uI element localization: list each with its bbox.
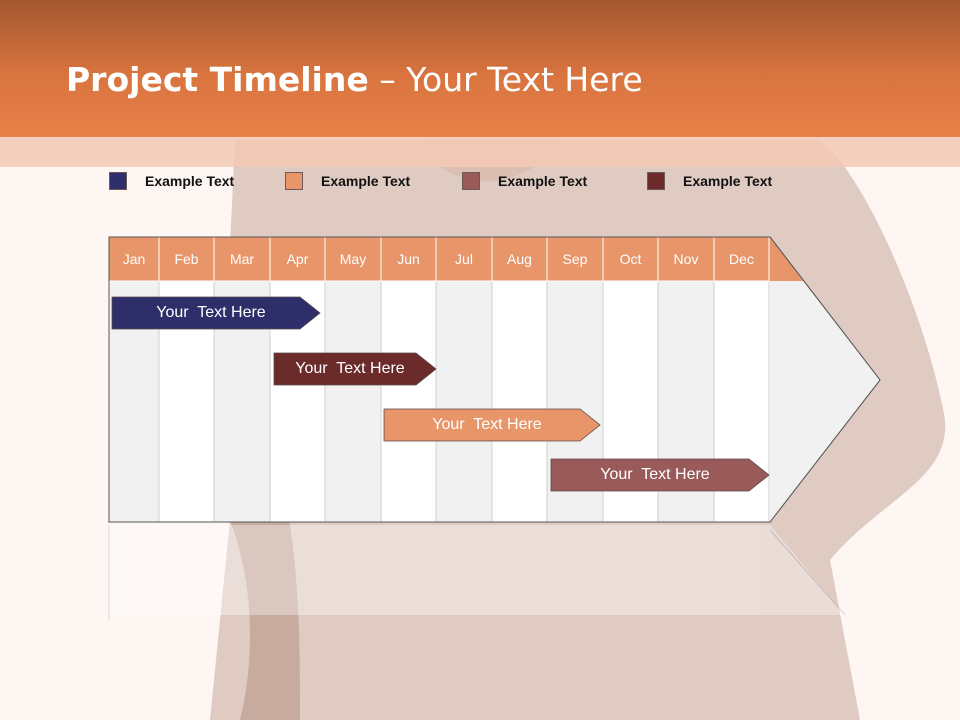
task-bar <box>111 296 321 330</box>
title-banner-stripe <box>0 137 960 167</box>
task-bar <box>273 352 437 386</box>
legend-label: Example Text <box>321 173 411 189</box>
slide-title: Project Timeline – Your Text Here <box>66 60 643 99</box>
month-label: Jan <box>122 251 146 267</box>
month-column <box>380 280 437 523</box>
legend-swatch <box>462 172 480 190</box>
month-header-cell <box>602 236 659 282</box>
legend-label: Example Text <box>498 173 588 189</box>
month-header-cell <box>108 236 160 282</box>
legend-swatch <box>647 172 665 190</box>
task-bar <box>383 408 601 442</box>
month-label: Apr <box>286 251 309 267</box>
month-label: Jun <box>397 251 420 267</box>
title-banner <box>0 0 960 137</box>
legend-item: Example Text <box>285 170 410 192</box>
title-separator: – <box>368 60 407 99</box>
timeline-outline <box>108 236 881 523</box>
legend-item: Example Text <box>647 170 772 192</box>
month-label: Nov <box>673 251 699 267</box>
month-label: Aug <box>507 251 532 267</box>
month-label: Feb <box>174 251 199 267</box>
month-header-cell <box>491 236 548 282</box>
legend-swatch <box>109 172 127 190</box>
month-label: Sep <box>562 251 588 267</box>
month-header-cell <box>213 236 271 282</box>
title-rest: Your Text Here <box>406 60 643 99</box>
title-bold: Project Timeline <box>66 60 369 99</box>
month-label: May <box>339 251 367 267</box>
timeline-reflection <box>108 525 846 620</box>
month-label: Mar <box>229 251 255 267</box>
task-bar <box>550 458 770 492</box>
month-column <box>435 280 493 523</box>
month-header-cell <box>546 236 604 282</box>
legend-item: Example Text <box>109 170 234 192</box>
timeline-arrow-tip <box>770 281 880 522</box>
month-label: Dec <box>729 251 754 267</box>
legend-label: Example Text <box>683 173 773 189</box>
legend-label: Example Text <box>145 173 235 189</box>
legend-item: Example Text <box>462 170 587 192</box>
month-column <box>324 280 382 523</box>
month-header-cell <box>324 236 382 282</box>
month-column <box>491 280 548 523</box>
month-label: Jul <box>455 251 473 267</box>
month-header-cell <box>269 236 326 282</box>
month-label: Oct <box>619 251 642 267</box>
legend-swatch <box>285 172 303 190</box>
